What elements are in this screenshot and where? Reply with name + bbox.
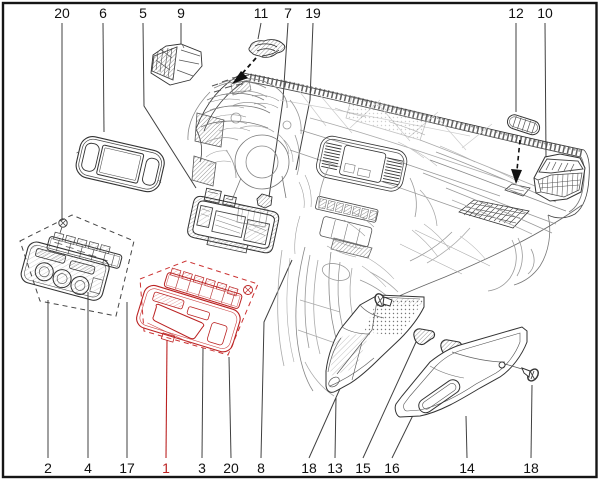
svg-text:11: 11 [254, 5, 269, 21]
svg-text:1: 1 [162, 460, 170, 476]
svg-text:20: 20 [54, 5, 70, 21]
svg-text:9: 9 [177, 5, 185, 21]
svg-text:19: 19 [305, 5, 321, 21]
svg-text:3: 3 [198, 460, 206, 476]
svg-text:4: 4 [84, 460, 92, 476]
svg-text:6: 6 [99, 5, 107, 21]
svg-text:5: 5 [139, 5, 147, 21]
svg-text:10: 10 [537, 5, 553, 21]
svg-text:14: 14 [459, 460, 475, 476]
svg-text:16: 16 [384, 460, 400, 476]
svg-text:13: 13 [327, 460, 343, 476]
svg-text:15: 15 [355, 460, 371, 476]
svg-text:17: 17 [119, 460, 135, 476]
svg-text:2: 2 [44, 460, 52, 476]
svg-text:8: 8 [257, 460, 265, 476]
svg-text:18: 18 [301, 460, 317, 476]
svg-text:18: 18 [523, 460, 539, 476]
svg-text:12: 12 [508, 5, 524, 21]
svg-text:7: 7 [284, 5, 292, 21]
svg-text:20: 20 [223, 460, 239, 476]
